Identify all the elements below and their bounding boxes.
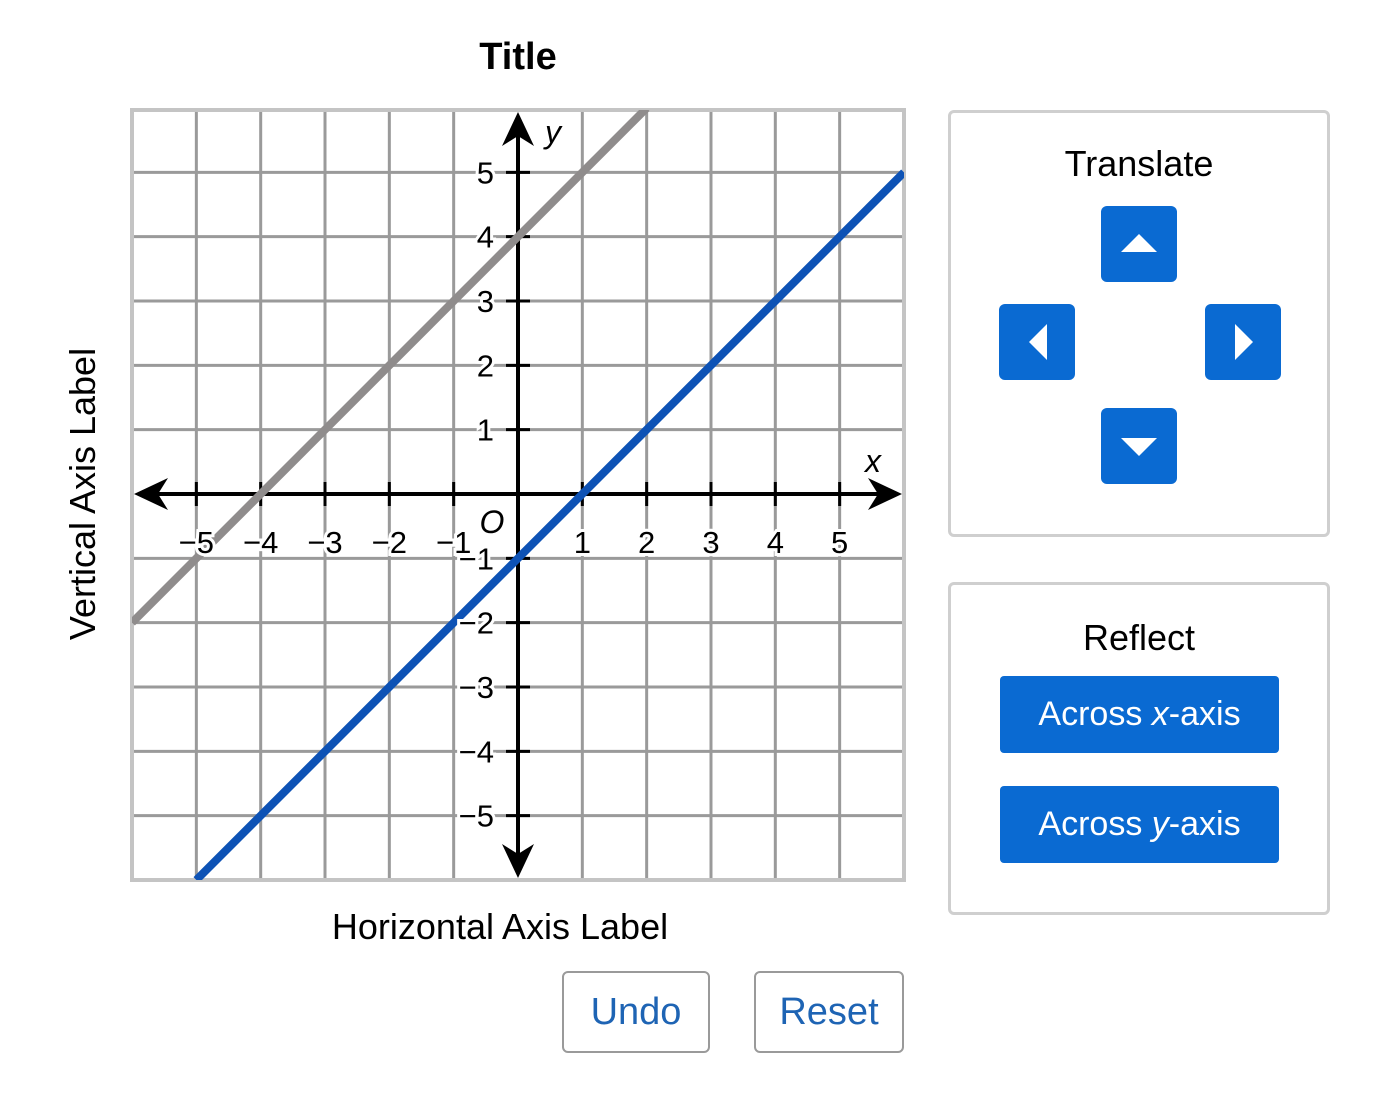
y-tick-label: −4 xyxy=(459,734,494,769)
x-axis-arrow-right xyxy=(868,478,902,510)
x-tick-label: 5 xyxy=(831,525,848,560)
x-tick-label: −5 xyxy=(179,525,214,560)
undo-button[interactable]: Undo xyxy=(562,971,710,1053)
reflect-y-var: y xyxy=(1151,805,1169,843)
translate-title: Translate xyxy=(1064,143,1214,184)
chart-title: Title xyxy=(479,36,557,78)
y-axis-arrow-up xyxy=(502,112,534,146)
y-axis-arrow-down xyxy=(502,844,534,878)
x-tick-label: −1 xyxy=(436,525,471,560)
reflect-x-axis-button[interactable]: Across x-axis xyxy=(1000,676,1279,753)
y-tick-label: −1 xyxy=(459,541,494,576)
plot-border xyxy=(130,108,906,882)
coordinate-plane[interactable]: −5 −4 −3 −2 −1 1 2 3 4 5 −5 −4 −3 −2 −1 1 2 3 4 5 x yO xyxy=(0,0,940,960)
x-tick-label: −4 xyxy=(243,525,278,560)
x-tick-label: 3 xyxy=(702,525,719,560)
reflect-title: Reflect xyxy=(1082,617,1196,658)
x-tick-label: −2 xyxy=(372,525,407,560)
reflect-x-suffix: -axis xyxy=(1168,695,1241,733)
y-tick-label: 5 xyxy=(477,155,494,190)
y-tick-label: −3 xyxy=(459,670,494,705)
y-tick-label: −5 xyxy=(459,799,494,834)
triangle-right-icon xyxy=(1235,324,1253,360)
reset-button[interactable]: Reset xyxy=(754,971,904,1053)
translate-right-button[interactable] xyxy=(1205,304,1281,380)
x-axis-title: Horizontal Axis Label xyxy=(331,906,669,947)
y-tick-label: 3 xyxy=(477,284,494,319)
translate-down-button[interactable] xyxy=(1101,408,1177,484)
x-tick-label: 2 xyxy=(638,525,655,560)
triangle-left-icon xyxy=(1029,324,1047,360)
y-axis-name: y xyxy=(543,114,563,150)
blue-line xyxy=(193,169,904,880)
graph-lines xyxy=(132,110,904,880)
y-tick-label: 1 xyxy=(477,413,494,448)
translate-up-button[interactable] xyxy=(1101,206,1177,282)
triangle-up-icon xyxy=(1121,234,1157,252)
reflect-panel: Reflect Across x-axis Across y-axis xyxy=(948,582,1330,915)
y-tick-label: 4 xyxy=(477,220,494,255)
translate-left-button[interactable] xyxy=(999,304,1075,380)
x-tick-label: 1 xyxy=(574,525,591,560)
reflect-y-suffix: -axis xyxy=(1168,805,1241,843)
triangle-down-icon xyxy=(1121,438,1157,456)
translate-panel: Translate xyxy=(948,110,1330,537)
x-tick-label: 4 xyxy=(767,525,784,560)
gray-line xyxy=(132,110,650,626)
reflect-y-axis-button[interactable]: Across y-axis xyxy=(1000,786,1279,863)
x-axis-name: x xyxy=(863,443,882,479)
reflect-x-prefix: Across xyxy=(1038,695,1152,733)
y-tick-label: 2 xyxy=(477,348,494,383)
reflect-y-prefix: Across xyxy=(1038,805,1152,843)
reflect-x-var: x xyxy=(1151,695,1169,733)
y-tick-label: −2 xyxy=(459,606,494,641)
x-tick-label: −3 xyxy=(307,525,342,560)
origin-label: O xyxy=(480,504,505,540)
x-axis-arrow-left xyxy=(134,478,168,510)
